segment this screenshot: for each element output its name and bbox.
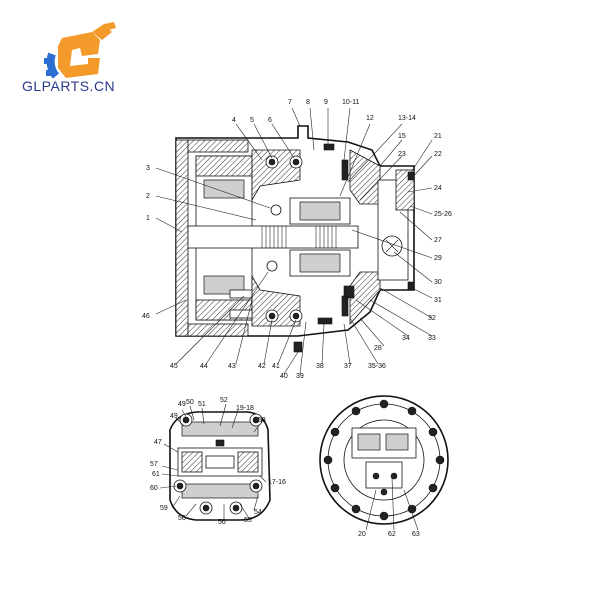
callout-19-18: 19-18 xyxy=(236,405,254,412)
callout-43: 43 xyxy=(228,363,236,370)
callout-35-36: 35-36 xyxy=(368,363,386,370)
callout-9: 9 xyxy=(324,99,328,106)
callout-62: 62 xyxy=(388,531,396,538)
callout-23: 23 xyxy=(398,151,406,158)
main-view-labels: 1 2 3 4 5 6 7 8 9 10-11 12 13-14 15 21 2… xyxy=(142,99,452,380)
callout-33: 33 xyxy=(428,335,436,342)
callout-52: 52 xyxy=(220,397,228,404)
main-section-view xyxy=(175,125,415,353)
valve-section-view xyxy=(169,411,271,521)
callout-1: 1 xyxy=(146,215,150,222)
callout-47: 47 xyxy=(154,439,162,446)
callout-10-11: 10-11 xyxy=(342,99,359,106)
callout-63: 63 xyxy=(412,531,420,538)
callout-41: 41 xyxy=(272,363,280,370)
callout-7: 7 xyxy=(288,99,292,106)
callout-59: 59 xyxy=(160,505,168,512)
callout-22: 22 xyxy=(434,151,442,158)
callout-20: 20 xyxy=(358,531,366,538)
callout-17-16: 17-16 xyxy=(268,479,286,486)
callout-32: 32 xyxy=(428,315,436,322)
callout-50: 50 xyxy=(186,399,194,406)
callout-28: 28 xyxy=(374,345,382,352)
callout-42: 42 xyxy=(258,363,266,370)
callout-24: 24 xyxy=(434,185,442,192)
callout-56-a: 56 xyxy=(218,519,226,526)
callout-8: 8 xyxy=(306,99,310,106)
gear-wrench-logo-icon xyxy=(44,22,116,79)
callout-57: 57 xyxy=(150,461,158,468)
end-leader-lines xyxy=(365,477,419,531)
callout-46: 46 xyxy=(142,313,150,320)
callout-39: 39 xyxy=(296,373,304,380)
callout-54: 54 xyxy=(254,509,262,516)
callout-31: 31 xyxy=(434,297,442,304)
callout-27: 27 xyxy=(434,237,442,244)
callout-51: 51 xyxy=(198,401,206,408)
callout-21: 21 xyxy=(434,133,442,140)
callout-45: 45 xyxy=(170,363,178,370)
callout-37: 37 xyxy=(344,363,352,370)
callout-25-26: 25-26 xyxy=(434,211,452,218)
callout-5: 5 xyxy=(250,117,254,124)
callout-49-a: 49 xyxy=(170,413,178,420)
callout-55: 55 xyxy=(244,517,252,524)
callout-49-b: 49 xyxy=(178,401,186,408)
callout-60: 60 xyxy=(150,485,158,492)
callout-38: 38 xyxy=(316,363,324,370)
callout-30: 30 xyxy=(434,279,442,286)
callout-3: 3 xyxy=(146,165,150,172)
callout-13-14: 13-14 xyxy=(398,115,416,122)
callout-29: 29 xyxy=(434,255,442,262)
callout-53: 53 xyxy=(258,417,266,424)
callout-56-b: 56 xyxy=(178,515,186,522)
callout-34: 34 xyxy=(402,335,410,342)
callout-12: 12 xyxy=(366,115,374,122)
callout-4: 4 xyxy=(232,117,236,124)
callout-2: 2 xyxy=(146,193,150,200)
end-view xyxy=(319,395,449,525)
callout-6: 6 xyxy=(268,117,272,124)
callout-61: 61 xyxy=(152,471,160,478)
glparts-logo xyxy=(44,22,116,79)
callout-40: 40 xyxy=(280,373,288,380)
end-view-labels: 20 62 63 xyxy=(358,531,420,538)
valve-view-labels: 17-16 19-18 47 49 49 50 51 52 53 54 55 5… xyxy=(150,397,286,526)
valve-leader-lines xyxy=(159,403,267,521)
callout-15: 15 xyxy=(398,133,406,140)
main-leader-lines xyxy=(155,107,433,375)
brand-name: GLPARTS.CN xyxy=(22,78,116,94)
callout-44: 44 xyxy=(200,363,208,370)
